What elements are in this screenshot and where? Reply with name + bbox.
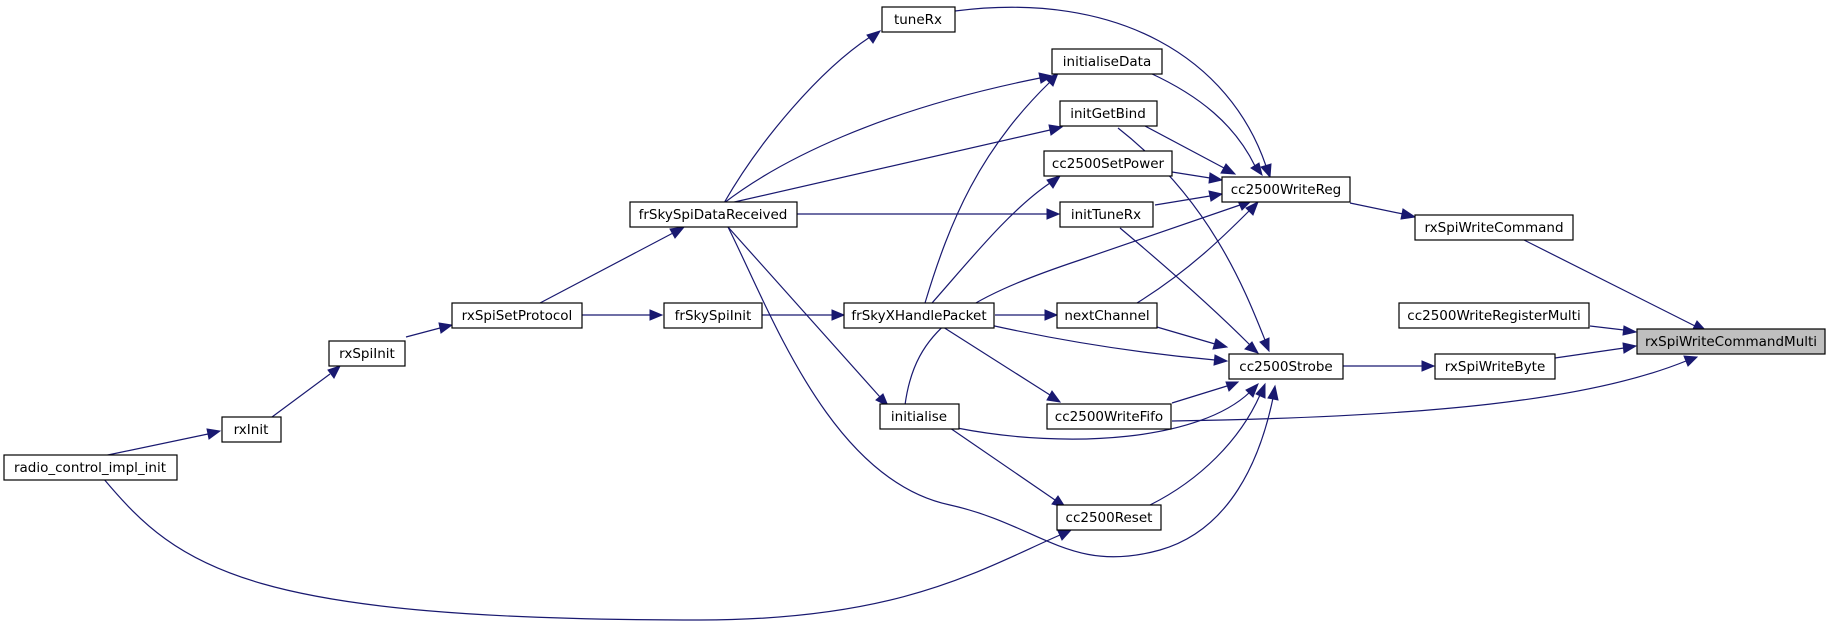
edge-cc2500WriteFifo-to-cc2500Strobe bbox=[1171, 385, 1228, 404]
svg-text:rxSpiWriteCommand: rxSpiWriteCommand bbox=[1424, 220, 1563, 236]
edge-frSkyXHandlePacket-to-cc2500WriteFifo bbox=[942, 326, 1051, 396]
node-rxInit[interactable]: rxInit bbox=[221, 416, 282, 443]
svg-text:rxSpiWriteCommandMulti: rxSpiWriteCommandMulti bbox=[1645, 334, 1817, 350]
svg-text:rxSpiSetProtocol: rxSpiSetProtocol bbox=[462, 308, 573, 324]
edge-frSkyXHandlePacket-to-cc2500SetPower bbox=[931, 182, 1051, 304]
edge-frSkySpiDataReceived-to-initialiseData bbox=[723, 77, 1041, 204]
svg-text:radio_control_impl_init: radio_control_impl_init bbox=[14, 460, 166, 476]
edge-cc2500WriteReg-to-rxSpiWriteCommand bbox=[1349, 202, 1404, 215]
edge-cc2500WriteRegisterMulti-to-rxSpiWriteCommandMulti bbox=[1589, 325, 1625, 331]
edge-rxSpiInit-to-rxSpiSetProtocol bbox=[405, 327, 441, 338]
node-initTuneRx[interactable]: initTuneRx bbox=[1059, 201, 1154, 228]
svg-text:initGetBind: initGetBind bbox=[1070, 106, 1146, 122]
node-initGetBind[interactable]: initGetBind bbox=[1059, 100, 1158, 127]
svg-text:rxInit: rxInit bbox=[234, 422, 269, 438]
edge-initTuneRx-to-cc2500WriteReg bbox=[1154, 195, 1211, 206]
node-initialise[interactable]: initialise bbox=[879, 403, 960, 430]
node-rxSpiInit[interactable]: rxSpiInit bbox=[328, 340, 406, 367]
edge-radio_control_impl_init-to-rxInit bbox=[102, 433, 209, 457]
edge-initialiseData-to-cc2500WriteReg bbox=[1149, 72, 1256, 167]
node-frSkyXHandlePacket[interactable]: frSkyXHandlePacket bbox=[843, 302, 995, 329]
edge-initialise-to-cc2500WriteReg bbox=[904, 204, 1241, 406]
edge-rxInit-to-rxSpiInit bbox=[271, 373, 331, 418]
node-nextChannel[interactable]: nextChannel bbox=[1056, 302, 1158, 329]
svg-text:frSkyXHandlePacket: frSkyXHandlePacket bbox=[851, 308, 986, 324]
edge-rxSpiWriteByte-to-rxSpiWriteCommandMulti bbox=[1554, 347, 1625, 359]
node-cc2500WriteReg[interactable]: cc2500WriteReg bbox=[1221, 176, 1351, 203]
node-tuneRx[interactable]: tuneRx bbox=[881, 6, 956, 33]
edge-initialise-to-cc2500Reset bbox=[949, 427, 1056, 501]
edge-nextChannel-to-cc2500WriteReg bbox=[1136, 209, 1251, 304]
svg-text:cc2500Strobe: cc2500Strobe bbox=[1239, 359, 1332, 375]
edge-frSkyXHandlePacket-to-initialiseData bbox=[924, 81, 1051, 304]
svg-text:tuneRx: tuneRx bbox=[894, 12, 942, 28]
node-rxSpiWriteCommandMulti[interactable]: rxSpiWriteCommandMulti bbox=[1636, 328, 1826, 355]
node-initialiseData[interactable]: initialiseData bbox=[1051, 48, 1163, 75]
node-frSkySpiInit[interactable]: frSkySpiInit bbox=[663, 302, 763, 329]
svg-text:cc2500SetPower: cc2500SetPower bbox=[1052, 156, 1165, 172]
svg-text:frSkySpiInit: frSkySpiInit bbox=[675, 308, 752, 324]
edge-frSkyXHandlePacket-to-cc2500Strobe bbox=[989, 324, 1216, 361]
edge-cc2500SetPower-to-cc2500WriteReg bbox=[1171, 171, 1211, 179]
edge-tuneRx-to-cc2500WriteReg bbox=[954, 6, 1267, 167]
edge-nextChannel-to-cc2500Strobe bbox=[1149, 324, 1216, 345]
svg-text:rxSpiWriteByte: rxSpiWriteByte bbox=[1445, 359, 1546, 375]
svg-text:cc2500WriteReg: cc2500WriteReg bbox=[1231, 182, 1342, 198]
node-rxSpiWriteByte[interactable]: rxSpiWriteByte bbox=[1434, 353, 1556, 380]
edge-initialise-to-cc2500Strobe bbox=[956, 391, 1251, 440]
edges bbox=[102, 6, 1709, 621]
edge-frSkySpiDataReceived-to-tuneRx bbox=[723, 36, 871, 204]
node-frSkySpiDataReceived[interactable]: frSkySpiDataReceived bbox=[629, 201, 798, 228]
edge-initGetBind-to-cc2500WriteReg bbox=[1144, 125, 1225, 169]
nodes: rxSpiWriteCommandMulti rxSpiWriteCommand… bbox=[3, 6, 1826, 531]
svg-text:cc2500Reset: cc2500Reset bbox=[1066, 510, 1153, 526]
node-rxSpiSetProtocol[interactable]: rxSpiSetProtocol bbox=[451, 302, 583, 329]
edge-frSkySpiDataReceived-to-initGetBind bbox=[729, 129, 1051, 204]
edge-rxSpiWriteCommand-to-rxSpiWriteCommandMulti bbox=[1519, 237, 1696, 327]
svg-text:rxSpiInit: rxSpiInit bbox=[339, 346, 395, 362]
svg-text:cc2500WriteFifo: cc2500WriteFifo bbox=[1055, 409, 1163, 425]
svg-text:initialise: initialise bbox=[891, 409, 947, 425]
svg-text:initTuneRx: initTuneRx bbox=[1071, 207, 1141, 223]
svg-text:frSkySpiDataReceived: frSkySpiDataReceived bbox=[639, 207, 788, 223]
edge-rxSpiSetProtocol-to-frSkySpiDataReceived bbox=[539, 232, 674, 304]
svg-text:nextChannel: nextChannel bbox=[1064, 308, 1149, 324]
edge-initTuneRx-to-cc2500Strobe bbox=[1119, 227, 1251, 346]
svg-text:initialiseData: initialiseData bbox=[1063, 54, 1151, 70]
node-cc2500WriteRegisterMulti[interactable]: cc2500WriteRegisterMulti bbox=[1398, 302, 1590, 329]
edge-cc2500Reset-to-cc2500Strobe bbox=[1149, 394, 1261, 506]
edge-cc2500WriteFifo-to-rxSpiWriteCommandMulti bbox=[1171, 360, 1687, 422]
svg-text:cc2500WriteRegisterMulti: cc2500WriteRegisterMulti bbox=[1407, 308, 1580, 324]
node-cc2500WriteFifo[interactable]: cc2500WriteFifo bbox=[1046, 403, 1172, 430]
node-cc2500Reset[interactable]: cc2500Reset bbox=[1056, 504, 1162, 531]
node-cc2500Strobe[interactable]: cc2500Strobe bbox=[1228, 353, 1344, 380]
edge-frSkySpiDataReceived-to-cc2500Strobe bbox=[727, 226, 1274, 558]
edge-frSkySpiDataReceived-to-initialise bbox=[727, 226, 881, 398]
edge-radio_control_impl_init-to-cc2500Reset bbox=[102, 477, 1061, 621]
node-cc2500SetPower[interactable]: cc2500SetPower bbox=[1043, 150, 1173, 177]
node-radio_control_impl_init[interactable]: radio_control_impl_init bbox=[3, 454, 178, 481]
node-rxSpiWriteCommand[interactable]: rxSpiWriteCommand bbox=[1414, 214, 1574, 241]
